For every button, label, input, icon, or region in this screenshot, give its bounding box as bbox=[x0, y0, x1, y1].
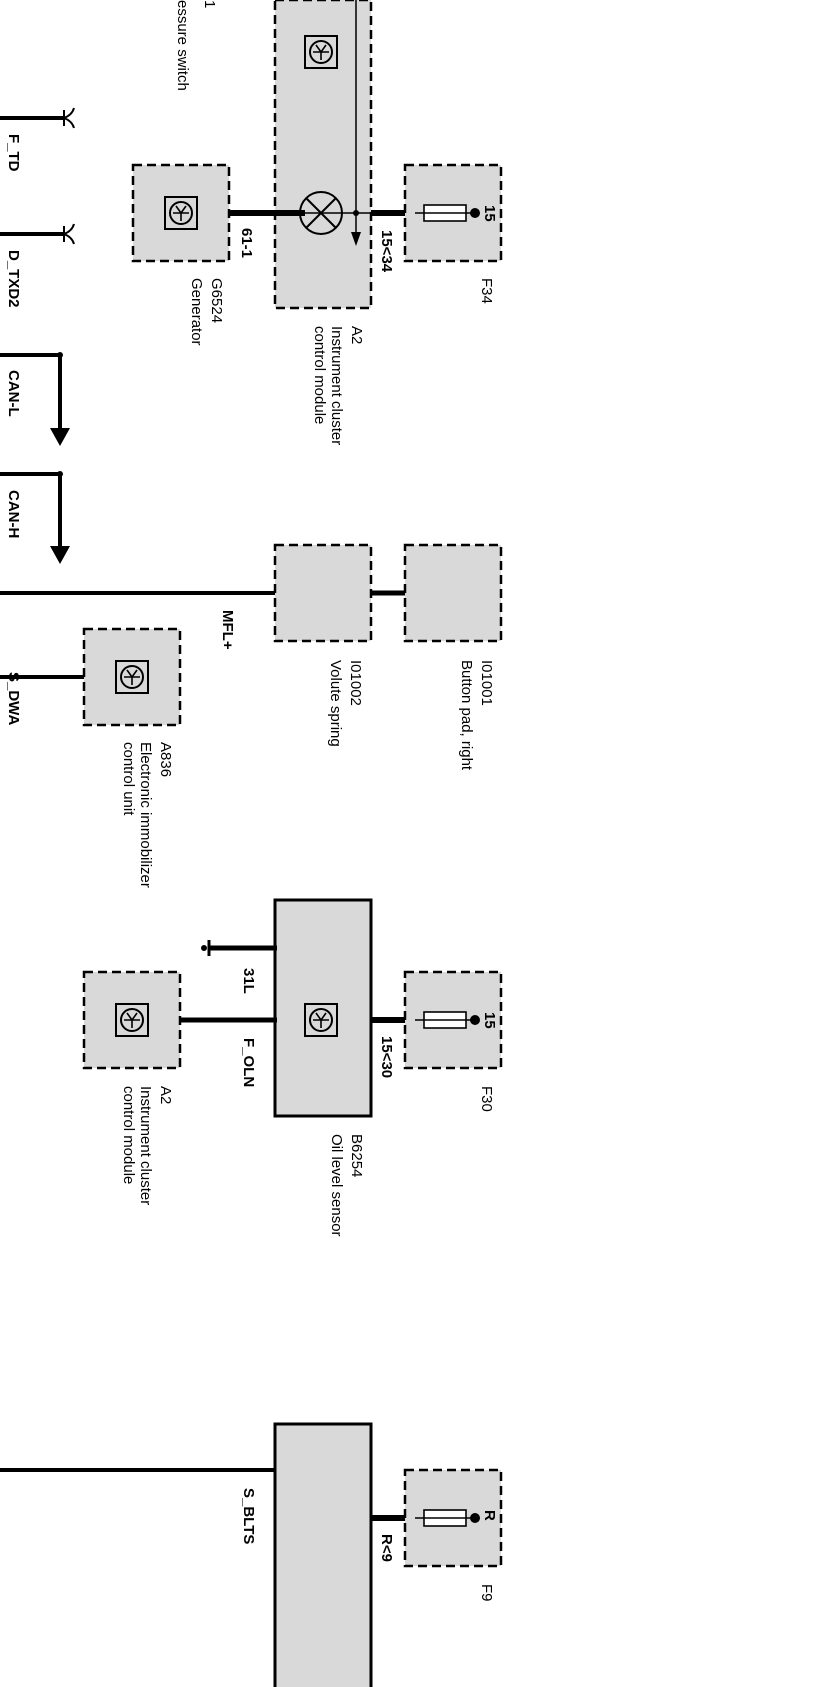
a836-id: A836 bbox=[157, 742, 174, 778]
f34-pin: 15 bbox=[481, 205, 498, 222]
pin-15-34: 15<34 bbox=[378, 230, 395, 273]
a2-top-name-line1: Instrument cluster bbox=[328, 326, 345, 446]
f-td-stub bbox=[0, 107, 75, 129]
i01001-id: I01001 bbox=[478, 660, 495, 706]
g6524-id: G6524 bbox=[208, 278, 225, 324]
i01001-name: Button pad, right bbox=[458, 660, 475, 771]
a2-bot-id: A2 bbox=[157, 1086, 174, 1105]
b6254-name: Oil level sensor bbox=[328, 1134, 345, 1237]
i01002-id: I01002 bbox=[347, 660, 364, 706]
can-l-line bbox=[0, 352, 70, 446]
g6524-name: Generator bbox=[188, 278, 205, 346]
i01001-box bbox=[403, 543, 503, 643]
a2-top-id: A2 bbox=[348, 326, 365, 345]
i01002-box bbox=[273, 543, 373, 643]
a2-bot-name-line1: Instrument cluster bbox=[137, 1086, 154, 1206]
a2-top-box bbox=[273, 0, 373, 310]
signal-mfl-plus: MFL+ bbox=[219, 610, 236, 650]
bottom-module-box bbox=[273, 1422, 373, 1687]
a836-name: Electronic immobilizer control unit bbox=[120, 742, 154, 888]
a836-name-line1: Electronic immobilizer bbox=[137, 742, 154, 888]
ground-31l bbox=[201, 940, 277, 956]
a2-internal-arrow bbox=[351, 232, 361, 246]
pin-r-9: R<9 bbox=[378, 1534, 395, 1562]
signal-can-h: CAN-H bbox=[5, 490, 22, 539]
f30-id: F30 bbox=[478, 1086, 495, 1112]
f9-pin: R bbox=[481, 1510, 498, 1521]
d-txd2-stub bbox=[0, 223, 75, 245]
signal-s-blts: S_BLTS bbox=[240, 1488, 257, 1545]
signal-f-oln: F_OLN bbox=[240, 1038, 257, 1088]
i01002-name: Volute spring bbox=[327, 660, 344, 747]
b6254-id: B6254 bbox=[348, 1134, 365, 1178]
pressure-switch-num: 1 bbox=[201, 0, 218, 9]
a2-top-name-line2: control module bbox=[311, 326, 328, 425]
a2-bot-name: Instrument cluster control module bbox=[120, 1086, 154, 1205]
signal-can-l: CAN-L bbox=[5, 370, 22, 417]
a2-bot-name-line2: control module bbox=[120, 1086, 137, 1185]
f34-id: F34 bbox=[478, 278, 495, 304]
f30-pin: 15 bbox=[481, 1012, 498, 1029]
b6254-box bbox=[273, 898, 373, 1118]
pin-31l: 31L bbox=[240, 968, 257, 994]
a836-name-line2: control unit bbox=[120, 742, 137, 816]
can-h-line bbox=[0, 471, 70, 564]
pressure-switch-name: essure switch bbox=[174, 0, 191, 91]
signal-s-dwa: S_DWA bbox=[5, 672, 22, 726]
a2-top-name: Instrument cluster control module bbox=[311, 326, 345, 445]
pin-15-30: 15<30 bbox=[378, 1036, 395, 1079]
signal-f-td: F_TD bbox=[5, 134, 22, 172]
signal-d-txd2: D_TXD2 bbox=[5, 250, 22, 308]
f9-id: F9 bbox=[478, 1584, 495, 1602]
pin-61-1: 61-1 bbox=[238, 228, 255, 259]
